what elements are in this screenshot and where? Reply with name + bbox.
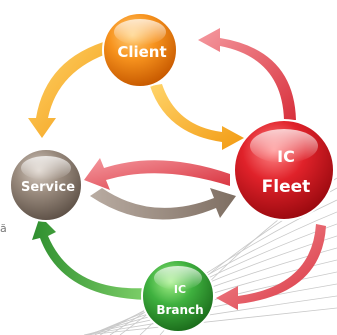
- node-client: Client: [102, 12, 178, 88]
- stray-character: ă: [0, 222, 7, 235]
- arrow-client-to-fleet: [150, 84, 244, 150]
- node-fleet-label-line1: IC: [277, 147, 295, 166]
- node-branch: IC Branch: [141, 259, 215, 333]
- node-fleet: IC Fleet: [233, 119, 335, 221]
- arrow-fleet-to-service: [84, 158, 230, 190]
- arrow-fleet-to-client: [198, 28, 296, 120]
- node-branch-label-line1: IC: [174, 283, 186, 296]
- node-client-label: Client: [117, 43, 166, 61]
- arrow-branch-to-service: [32, 216, 148, 300]
- node-fleet-label-line2: Fleet: [262, 177, 311, 197]
- node-service-label: Service: [21, 180, 75, 195]
- arrow-fleet-to-branch: [216, 224, 326, 310]
- node-branch-label-line2: Branch: [156, 303, 203, 317]
- node-service: Service: [9, 148, 83, 222]
- arrow-service-to-fleet: [90, 188, 236, 220]
- arrow-client-to-service: [28, 40, 112, 138]
